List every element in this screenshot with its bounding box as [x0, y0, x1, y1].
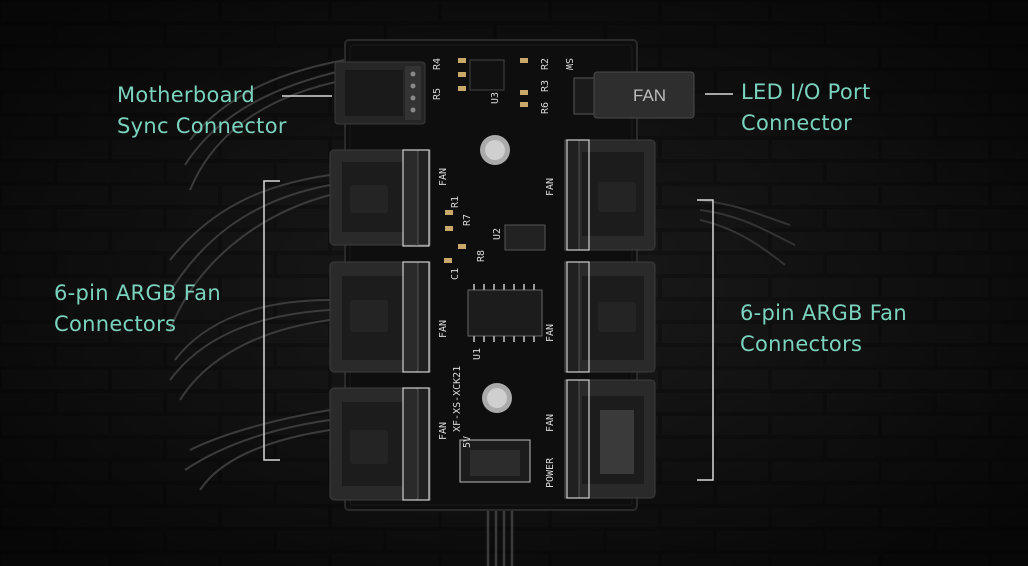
silk-r4: R4	[432, 58, 443, 70]
silk-r1: R1	[450, 196, 461, 208]
right-fan-connector-1	[564, 139, 656, 251]
silk-u1: U1	[472, 348, 483, 360]
left-bracket	[263, 180, 280, 461]
motherboard-sync-connector	[334, 61, 426, 125]
chips	[459, 59, 546, 483]
silk-5v: 5V	[462, 436, 473, 448]
left-cables	[164, 59, 346, 491]
silk-fan-left-1: FAN	[438, 168, 449, 186]
motherboard-sync-label-line-1: Motherboard	[117, 83, 256, 107]
led-io-label-line-1: LED I/O Port	[741, 80, 871, 104]
silk-power: POWER	[545, 457, 556, 488]
silk-r3: R3	[540, 80, 551, 92]
right-fan-label-line-1: 6-pin ARGB Fan	[740, 301, 907, 325]
silk-fan-right-1: FAN	[545, 178, 556, 196]
ic-u1	[467, 289, 543, 337]
right-fan-label-line-2: Connectors	[740, 332, 863, 356]
silk-r8: R8	[476, 250, 487, 262]
fan-plug-label: FAN	[633, 86, 666, 105]
right-cables	[699, 199, 796, 266]
callout-lines	[263, 93, 733, 481]
led-io-label-line-2: Connector	[741, 111, 853, 135]
motherboard-sync-label: Motherboard Sync Connector	[117, 80, 287, 142]
silk-fan-right-2: FAN	[545, 324, 556, 342]
right-bracket	[697, 199, 714, 481]
pin-header-outlines	[402, 139, 590, 501]
silk-sw: SW	[563, 58, 574, 71]
left-fan-label-line-2: Connectors	[54, 312, 177, 336]
silk-u3: U3	[490, 92, 501, 104]
left-fan-connector-2	[329, 261, 431, 373]
silk-r6: R6	[540, 102, 551, 114]
silk-model: XF-XS-XCK21	[452, 366, 463, 432]
left-fan-label: 6-pin ARGB Fan Connectors	[54, 278, 221, 340]
led-io-label: LED I/O Port Connector	[741, 77, 871, 139]
silk-c1: C1	[450, 268, 461, 280]
silk-fan-left-2: FAN	[438, 320, 449, 338]
fan-plug: FAN	[573, 71, 695, 119]
ic-u3	[469, 59, 505, 91]
left-fan-label-line-1: 6-pin ARGB Fan	[54, 281, 221, 305]
left-fan-connector-1	[329, 149, 431, 246]
silk-fan-left-3: FAN	[438, 422, 449, 440]
smd-pads	[444, 58, 528, 263]
right-fan-label: 6-pin ARGB Fan Connectors	[740, 298, 907, 360]
ic-u2	[504, 224, 546, 251]
left-fan-connector-3	[329, 387, 431, 501]
silk-r2: R2	[540, 58, 551, 70]
silk-r5: R5	[432, 88, 443, 100]
silk-r7: R7	[462, 214, 473, 226]
silk-u2: U2	[492, 228, 503, 240]
right-fan-connector-3	[564, 379, 656, 499]
right-fan-connector-2	[564, 261, 656, 373]
silk-fan-right-3: FAN	[545, 414, 556, 432]
motherboard-sync-label-line-2: Sync Connector	[117, 114, 287, 138]
